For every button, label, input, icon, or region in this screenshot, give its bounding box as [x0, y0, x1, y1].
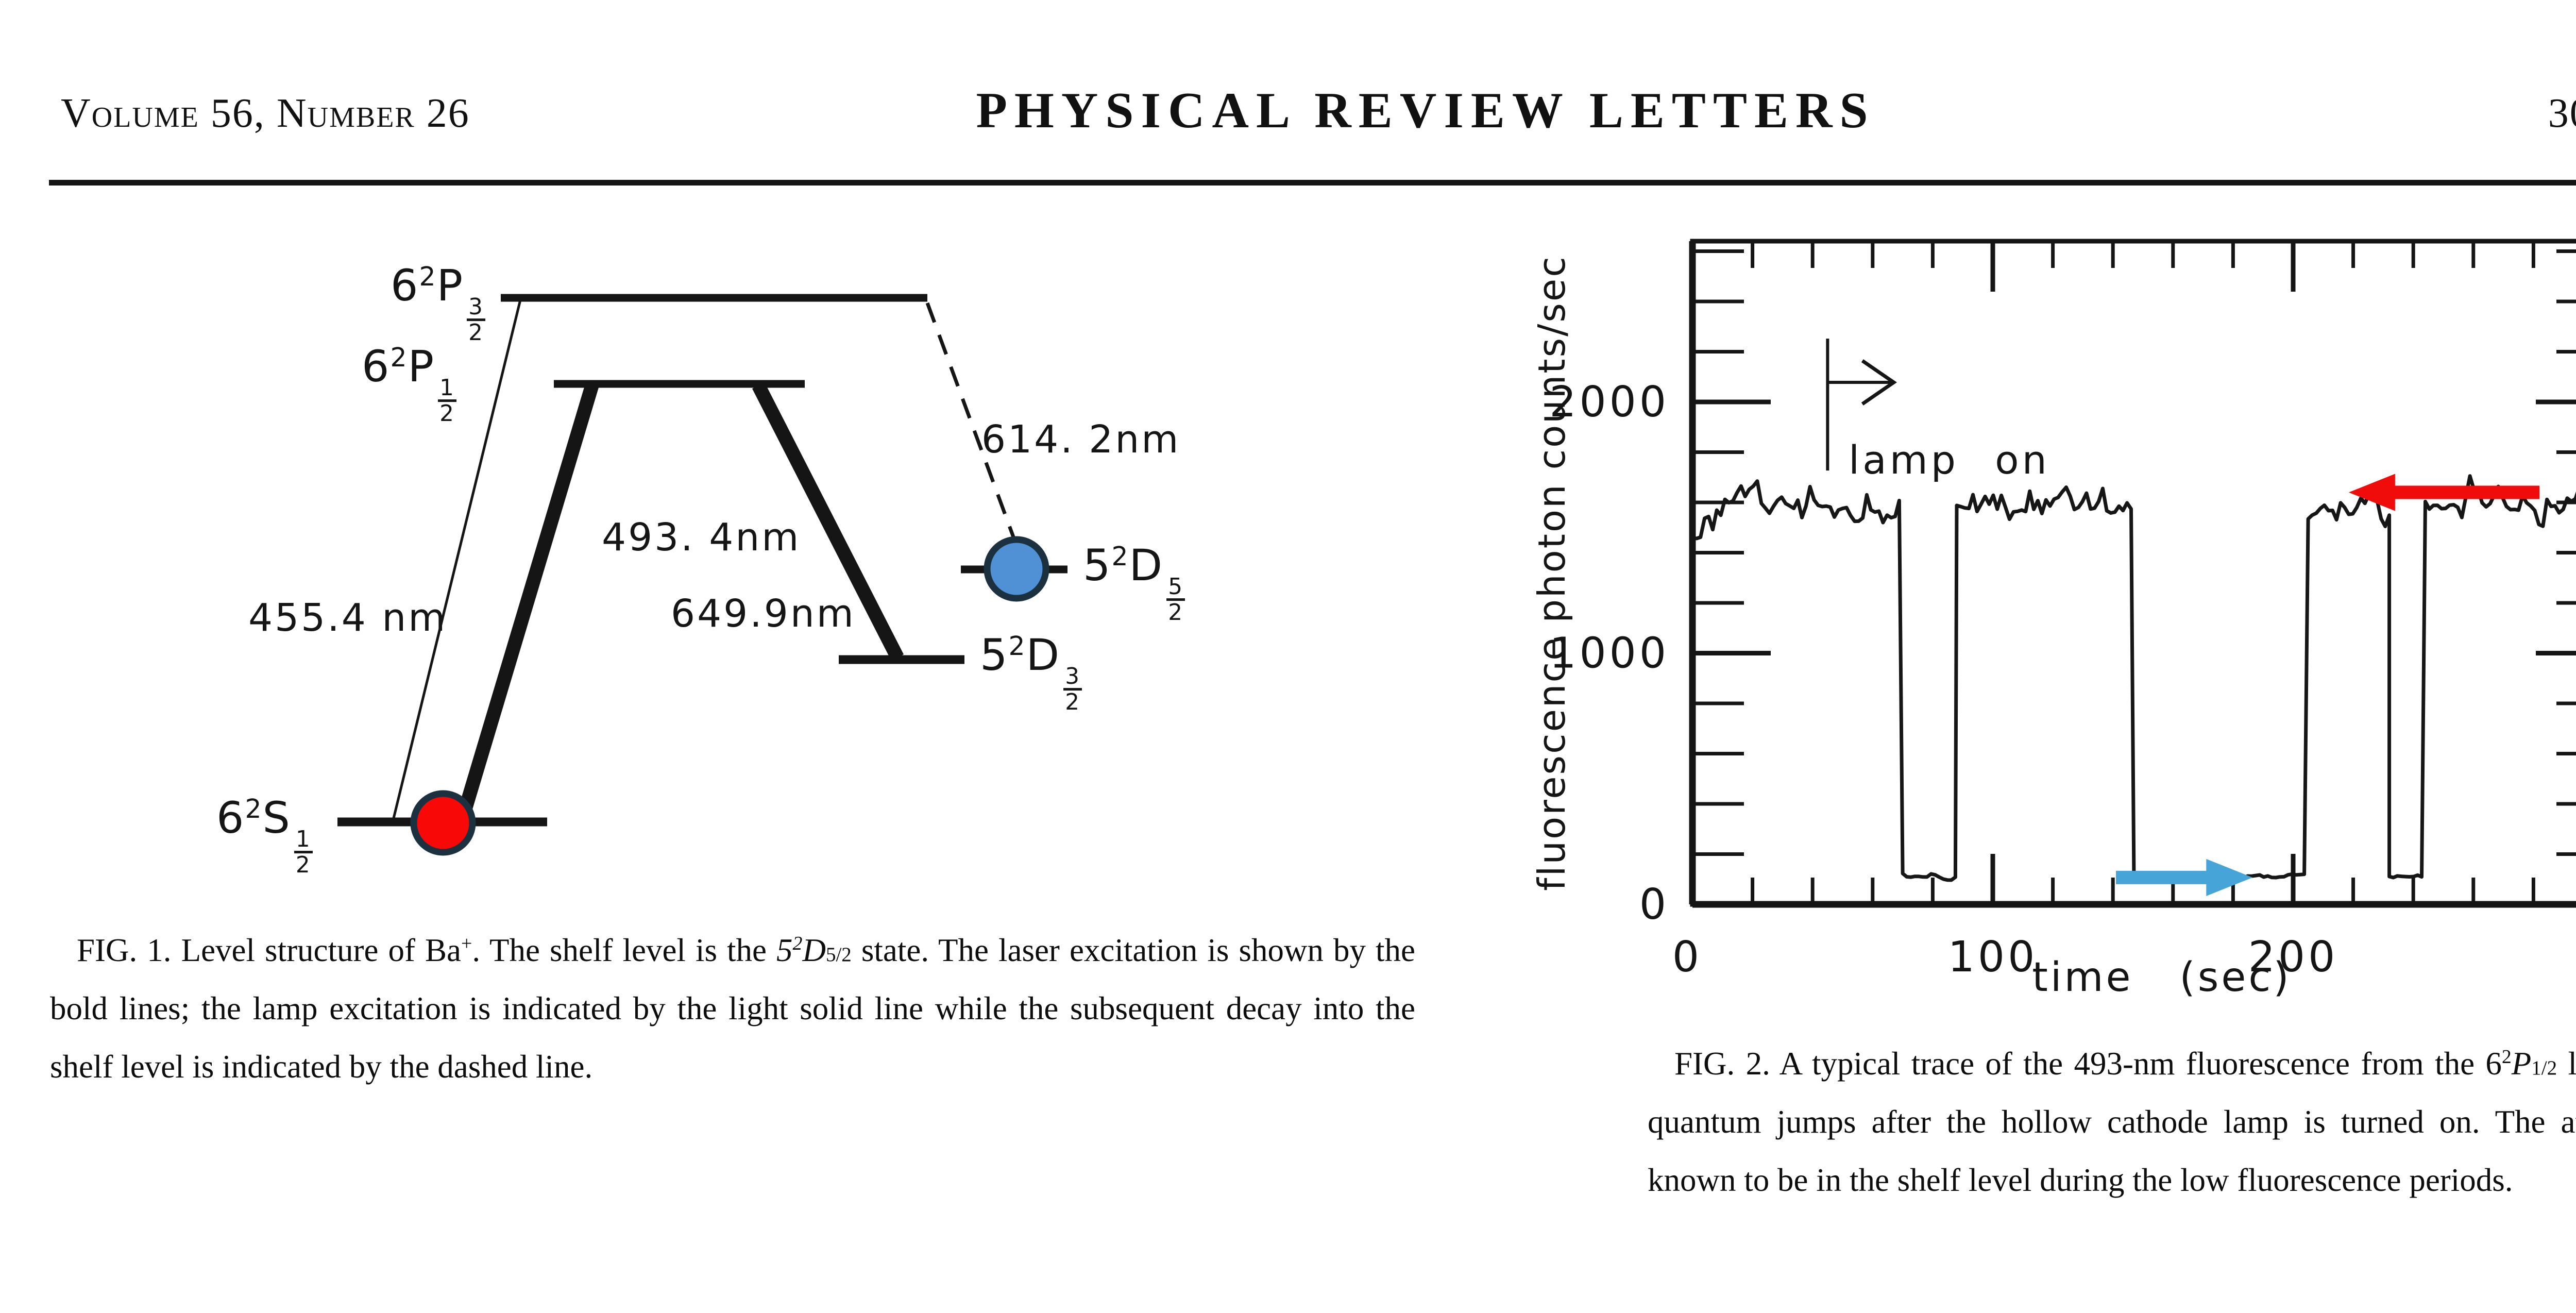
fig2-x-axis-label: time (sec)	[2032, 954, 2292, 1001]
issue-date: 30 June 1986	[2548, 91, 2576, 136]
y-tick-label: 0	[1639, 880, 1669, 929]
wavelength-label-455nm: 455.4 nm	[248, 596, 448, 640]
fluorescence-trace	[1692, 474, 2576, 882]
laser-excitation-line-493nm	[454, 382, 599, 825]
header-rule	[49, 180, 2576, 186]
wavelength-label-650nm: 649.9nm	[671, 592, 856, 636]
blue-arrow-annotation	[2116, 858, 2253, 896]
lamp-on-annotation-label: lamp on	[1849, 437, 2050, 483]
journal-title: PHYSICAL REVIEW LETTERS	[976, 82, 1875, 139]
y-tick-label: 2000	[1549, 378, 1669, 427]
lamp-on-arrow-head	[1861, 359, 1897, 406]
lamp-excitation-line-455nm	[391, 299, 522, 823]
fig1-caption: FIG. 1. Level structure of Ba+. The shel…	[50, 932, 1416, 1085]
volume-issue: Volume 56, Number 26	[61, 91, 470, 136]
shelf-state-dot	[984, 536, 1049, 602]
laser-excitation-line-650nm	[752, 382, 904, 661]
decay-dashed-line-614nm	[925, 302, 1021, 553]
red-arrow-annotation	[2348, 474, 2540, 511]
wavelength-label-614nm: 614. 2nm	[981, 417, 1181, 462]
ground-state-dot	[410, 790, 476, 856]
y-tick-label: 1000	[1549, 629, 1669, 678]
x-tick-label: 0	[1672, 933, 1702, 982]
x-tick-label: 200	[2248, 933, 2338, 982]
fig2-y-axis-label: fluorescence photon counts/sec	[1530, 255, 1573, 891]
x-tick-label: 100	[1948, 933, 2038, 982]
wavelength-label-493nm: 493. 4nm	[602, 515, 801, 560]
fig2-caption: FIG. 2. A typical trace of the 493-nm fl…	[1648, 1046, 2576, 1198]
